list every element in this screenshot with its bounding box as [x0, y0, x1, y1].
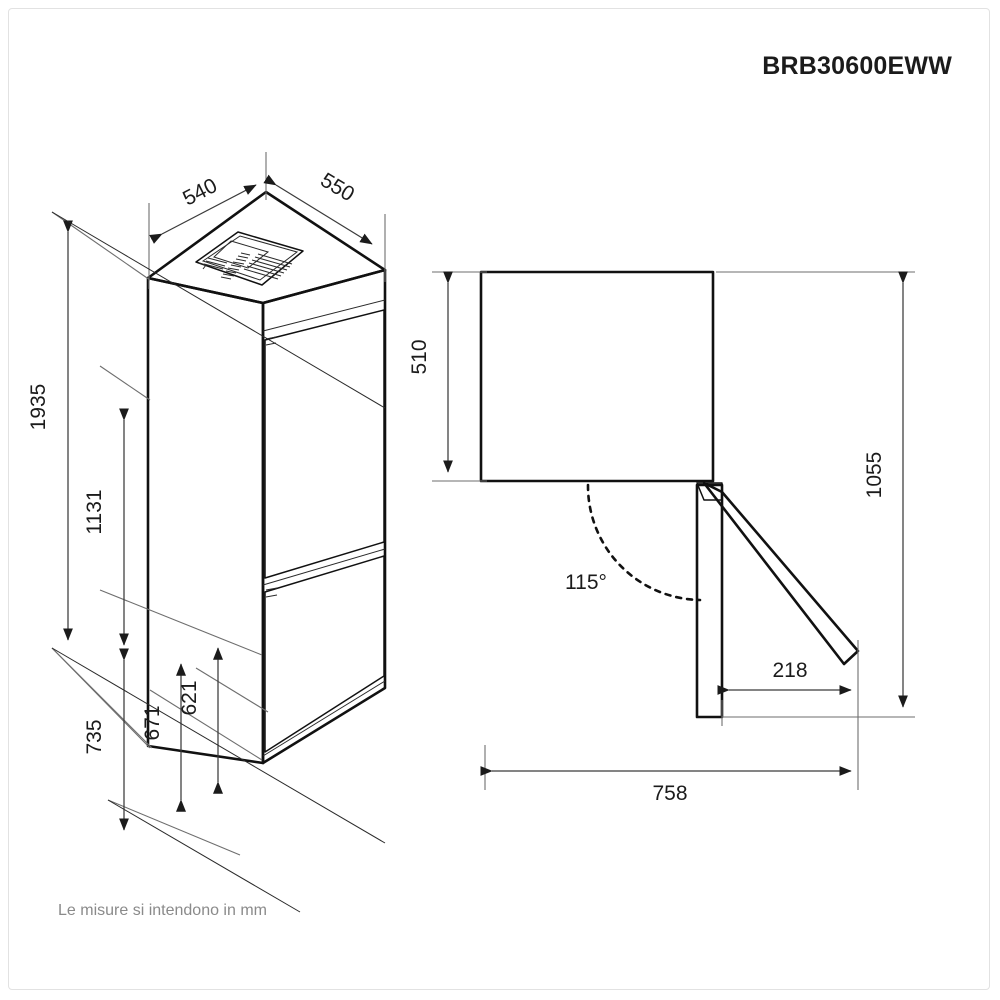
cabinet-front-face [261, 268, 387, 765]
projection-guide-lower [51, 647, 386, 844]
dimension-218: 218 [717, 640, 859, 726]
dimension-label-510: 510 [408, 339, 431, 374]
dimension-label-735: 735 [83, 719, 106, 754]
cabinet-left-face [146, 276, 265, 765]
isometric-view: 540 550 1935 1131 [27, 152, 387, 913]
dimension-label-1131: 1131 [83, 489, 106, 534]
top-door-gap-line [262, 299, 386, 332]
dimension-label-621: 621 [178, 680, 201, 715]
freezer-door-panel [264, 555, 385, 753]
cabinet-top-face [146, 190, 387, 305]
dimension-label-550: 550 [316, 169, 358, 207]
dimension-label-115deg: 115° [565, 571, 607, 594]
units-footnote: Le misure si intendono in mm [58, 902, 267, 919]
dimension-1131: 1131 [83, 365, 263, 656]
dimension-758: 758 [480, 726, 859, 805]
projection-guide-base [107, 799, 301, 913]
dimension-621: 621 [178, 647, 269, 794]
freezer-door-handle [265, 587, 278, 598]
dimension-735: 735 [51, 647, 241, 856]
door-swing-arc [586, 483, 702, 602]
dimension-label-758: 758 [652, 782, 687, 805]
bottom-plinth-line [262, 680, 386, 757]
dimension-671: 671 [141, 663, 263, 812]
cabinet-plan-body [479, 270, 715, 483]
dimension-1935: 1935 [27, 211, 151, 749]
projection-guide-upper [51, 211, 386, 409]
dimension-label-540: 540 [179, 174, 221, 210]
dimension-label-218: 218 [772, 659, 807, 682]
dimension-label-671: 671 [141, 705, 164, 740]
fridge-door-panel [264, 309, 385, 579]
dimension-1055: 1055 [716, 271, 915, 718]
door-slab-open-115 [702, 481, 860, 666]
dimension-550: 550 [263, 169, 386, 282]
top-plan-view: 115° 510 1055 218 [408, 270, 915, 805]
door-hinge-block [696, 482, 723, 501]
condenser-grille [195, 231, 304, 286]
page-title: BRB30600EWW [762, 52, 952, 80]
dimension-510: 510 [408, 271, 487, 482]
dimension-label-1055: 1055 [863, 452, 886, 499]
mid-door-gap-line [262, 548, 386, 586]
dimension-label-1935: 1935 [27, 384, 50, 431]
dimension-540: 540 [148, 152, 267, 289]
